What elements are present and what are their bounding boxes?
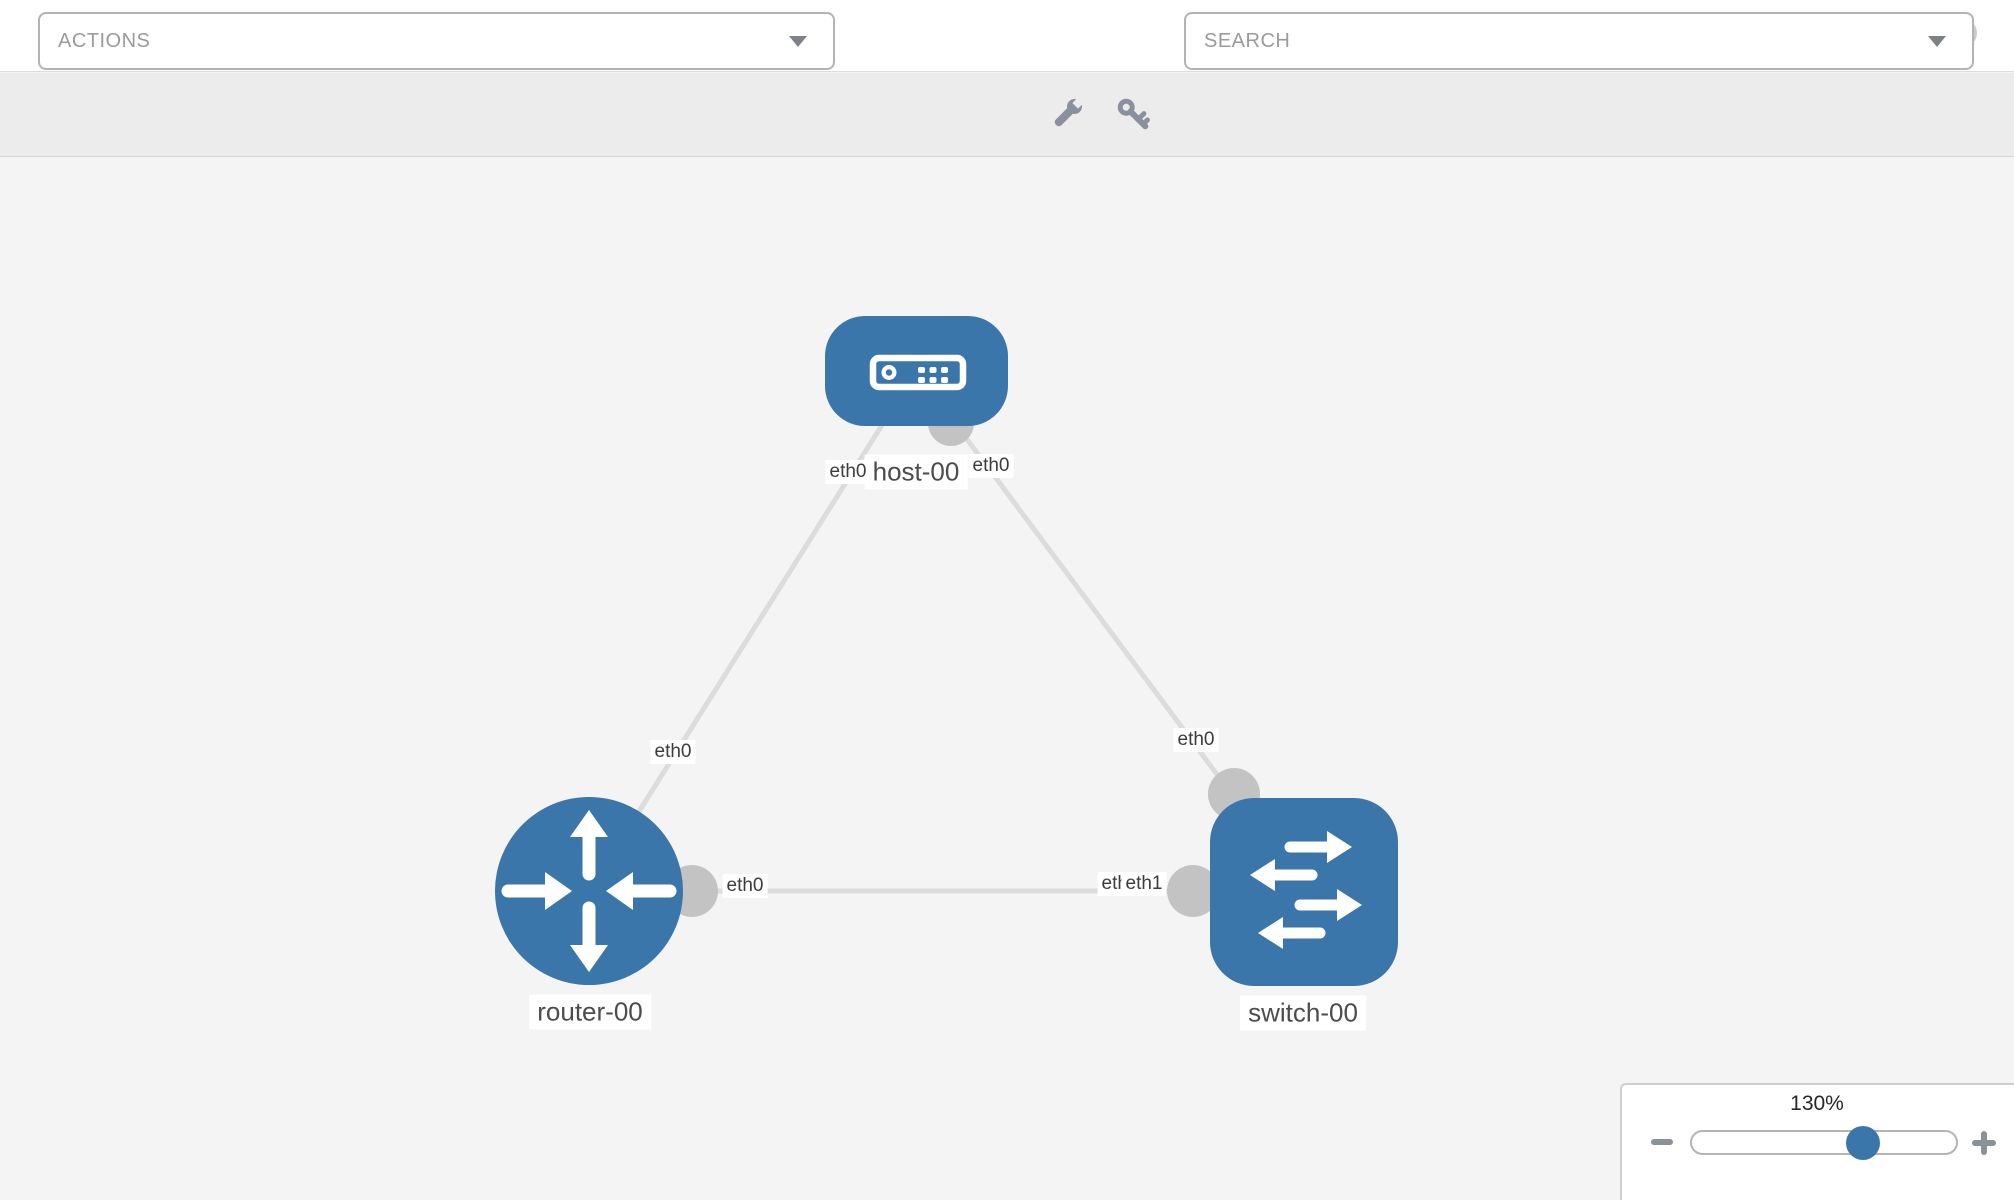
zoom-level-text: 130% — [1790, 1092, 1844, 1115]
topology-canvas[interactable] — [0, 157, 2014, 1200]
zoom-slider-track[interactable] — [1690, 1130, 1958, 1155]
interface-label-router-top: eth0 — [650, 740, 696, 764]
actions-dropdown-label: ACTIONS — [58, 30, 151, 52]
node-router-00[interactable] — [495, 797, 683, 985]
node-host-00[interactable] — [825, 316, 1008, 426]
key-icon — [1114, 98, 1154, 139]
router-arrows-icon — [501, 810, 677, 972]
chevron-down-icon — [1928, 36, 1946, 47]
node-label-switch-00: switch-00 — [1240, 995, 1366, 1031]
link-host00-router00[interactable] — [586, 369, 919, 893]
interface-label-switch-left-over: eth1 — [1121, 872, 1167, 896]
actions-dropdown[interactable]: ACTIONS — [38, 12, 835, 70]
connector-switch00-left — [1167, 865, 1219, 917]
chevron-down-icon — [789, 36, 807, 47]
search-dropdown[interactable]: SEARCH — [1184, 12, 1974, 70]
zoom-slider-thumb[interactable] — [1846, 1126, 1880, 1160]
wrench-button[interactable] — [1046, 95, 1086, 135]
search-dropdown-label: SEARCH — [1204, 30, 1291, 52]
interface-label-host-right: eth0 — [968, 454, 1014, 478]
key-button[interactable] — [1114, 95, 1154, 135]
node-label-host-00: host-00 — [864, 454, 968, 490]
toolbar — [0, 73, 2014, 157]
switch-arrows-icon — [1250, 831, 1362, 949]
interface-label-host-left: eth0 — [825, 460, 871, 484]
zoom-out-button[interactable] — [1651, 1139, 1673, 1145]
server-icon — [869, 354, 967, 391]
interface-label-router-right: eth0 — [722, 874, 768, 898]
node-switch-00[interactable] — [1210, 798, 1398, 986]
interface-label-switch-top: eth0 — [1173, 728, 1219, 752]
wrench-icon — [1046, 95, 1086, 139]
zoom-in-button[interactable] — [1972, 1131, 1996, 1155]
node-label-router-00: router-00 — [529, 994, 651, 1030]
